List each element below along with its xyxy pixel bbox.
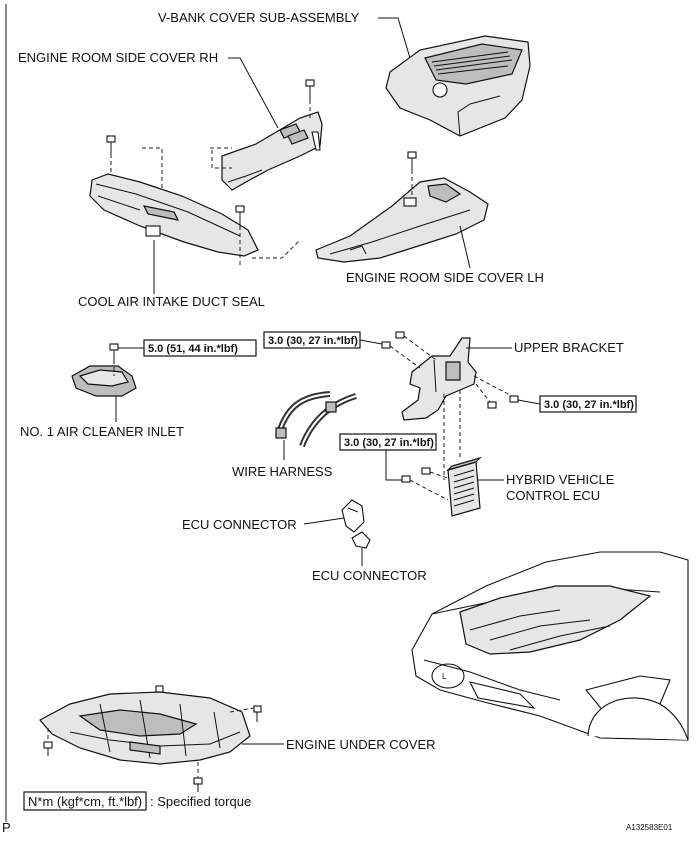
v-bank-cover-drawing: [385, 35, 531, 137]
leader-v-bank: [378, 17, 411, 59]
bolt-icon: [193, 777, 203, 792]
label-cool-air-seal: COOL AIR INTAKE DUCT SEAL: [78, 294, 265, 309]
bolt-icon: [305, 79, 315, 118]
torque-air-cleaner: 5.0 (51, 44 in.*lbf): [148, 343, 238, 355]
label-wire-harness: WIRE HARNESS: [232, 464, 333, 479]
leader-torque-ecu: [385, 450, 402, 481]
bolt-icon: [509, 395, 519, 403]
legend-box: [23, 791, 147, 811]
bolt-icon: [43, 741, 53, 756]
wire-harness-drawing: [275, 391, 357, 448]
label-side-cover-rh: ENGINE ROOM SIDE COVER RH: [18, 50, 218, 65]
svg-text:L: L: [442, 672, 447, 681]
label-hv-ecu-line2: CONTROL ECU: [506, 488, 600, 503]
label-engine-under-cover: ENGINE UNDER COVER: [286, 737, 436, 752]
side-cover-lh-drawing: [315, 177, 489, 263]
cool-air-seal-drawing: [89, 173, 259, 257]
leader-side-cover-rh: [228, 57, 279, 129]
dashed-guide: [211, 150, 232, 169]
legend-text: : Specified torque: [150, 794, 251, 809]
bolt-icon: [487, 401, 497, 409]
leader-ecu-connector-1: [303, 517, 345, 525]
side-cover-rh-drawing: [221, 111, 323, 191]
label-upper-bracket: UPPER BRACKET: [514, 340, 624, 355]
dashed-guide: [409, 471, 449, 501]
figure-id: A132583E01: [626, 823, 673, 832]
ecu-connector-drawing: [351, 531, 371, 549]
bolt-icon: [235, 205, 245, 266]
bolt-icon: [109, 343, 119, 376]
upper-bracket-drawing: [401, 337, 477, 421]
bolt-icon: [253, 705, 262, 722]
dashed-guide: [473, 375, 513, 403]
bolt-icon: [421, 467, 431, 475]
bolt-icon: [395, 331, 405, 339]
dashed-guide: [443, 390, 461, 480]
bolt-icon: [401, 475, 411, 483]
engine-under-cover-drawing: [39, 691, 251, 765]
vehicle-front-drawing: L: [411, 551, 689, 741]
torque-bracket-right: 3.0 (30, 27 in.*lbf): [544, 399, 634, 411]
hv-ecu-drawing: [445, 456, 483, 517]
leader-side-cover-lh: [459, 225, 471, 269]
label-ecu-connector-2: ECU CONNECTOR: [312, 568, 427, 583]
dashed-guide: [389, 335, 437, 369]
bolt-icon: [381, 341, 391, 349]
bolt-icon: [106, 135, 116, 172]
torque-box-air-cleaner: [143, 339, 257, 357]
torque-bracket-upper-left: 3.0 (30, 27 in.*lbf): [268, 335, 358, 347]
torque-box-bracket-right: [539, 395, 637, 413]
air-cleaner-inlet-drawing: [71, 365, 137, 397]
leader-torque-bracket-left: [359, 339, 383, 345]
label-ecu-connector-1: ECU CONNECTOR: [182, 517, 297, 532]
label-v-bank-cover: V-BANK COVER SUB-ASSEMBLY: [158, 10, 360, 25]
bolt-icon: [155, 685, 164, 693]
page-mark: P: [2, 820, 11, 835]
ecu-connector-drawing: [341, 499, 365, 533]
label-side-cover-lh: ENGINE ROOM SIDE COVER LH: [346, 270, 544, 285]
torque-box-bracket-left: [263, 331, 361, 349]
torque-box-ecu: [339, 433, 437, 451]
bolt-icon: [407, 151, 417, 196]
legend-units: N*m (kgf*cm, ft.*lbf): [28, 794, 142, 809]
dashed-guide: [252, 239, 301, 259]
leader-torque-bracket-right: [517, 399, 541, 405]
label-hv-ecu-line1: HYBRID VEHICLE: [506, 472, 615, 487]
dashed-guide: [142, 147, 232, 188]
torque-ecu-left: 3.0 (30, 27 in.*lbf): [344, 437, 434, 449]
label-air-cleaner-inlet: NO. 1 AIR CLEANER INLET: [20, 424, 184, 439]
